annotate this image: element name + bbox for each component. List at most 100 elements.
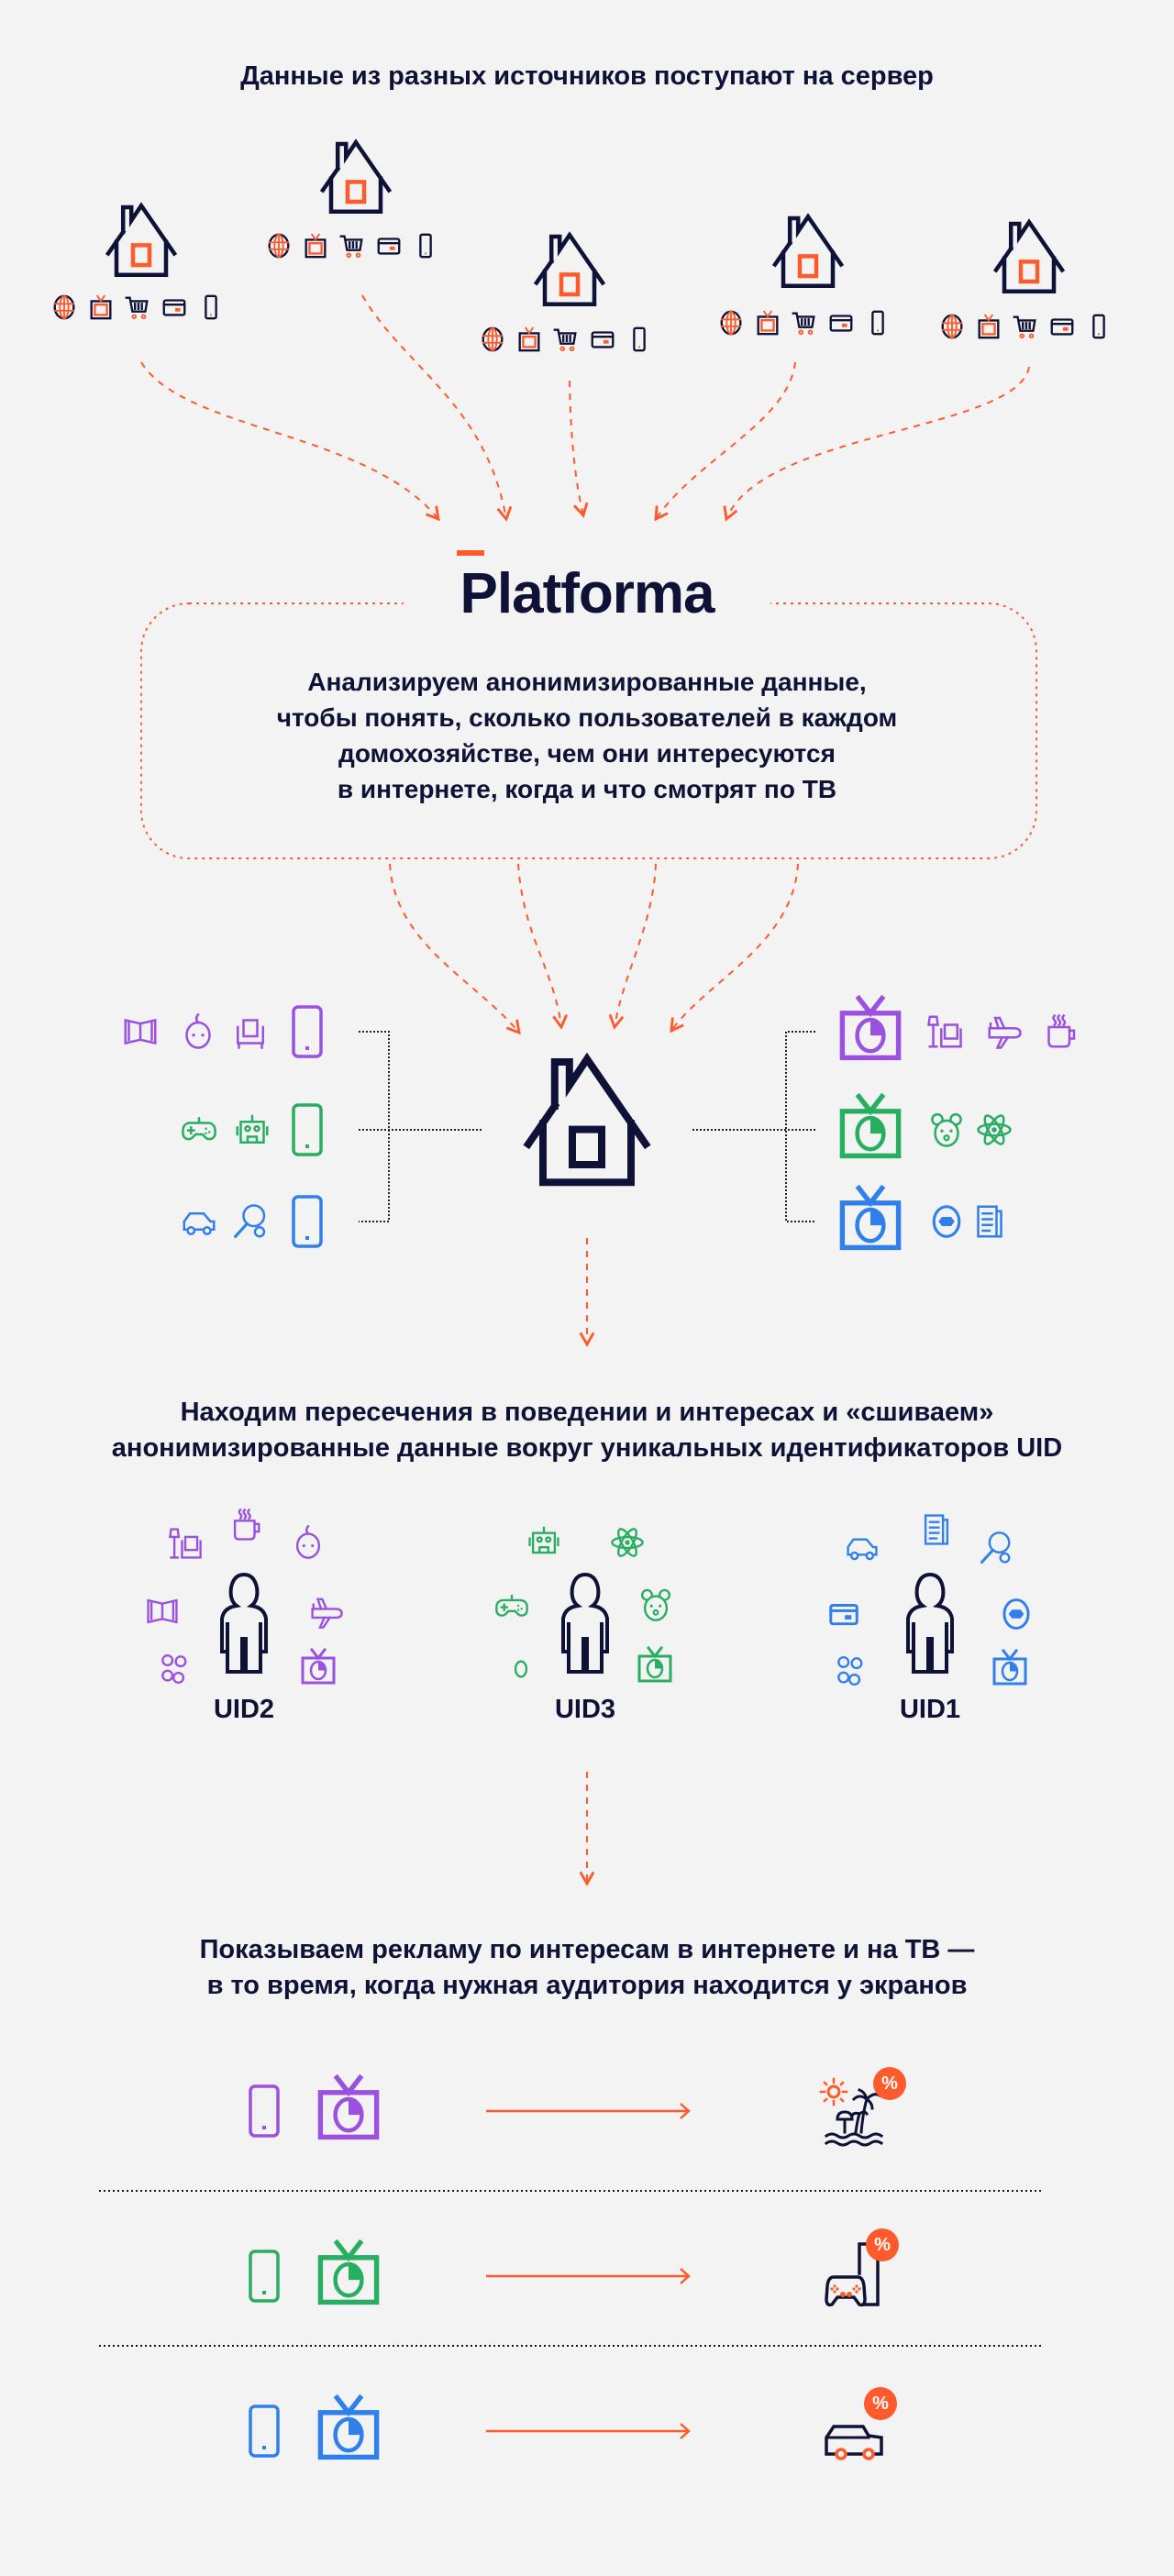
- news-icon: [977, 1205, 1002, 1238]
- car-icon: [847, 1538, 878, 1561]
- card-icon: [1050, 318, 1074, 336]
- bear-icon: [640, 1588, 671, 1621]
- beach-offer-icon: [819, 2077, 884, 2147]
- coins-icon: [837, 1655, 863, 1686]
- phone-icon: [249, 2405, 280, 2458]
- robot-icon: [528, 1526, 559, 1554]
- tv-icon: [316, 2239, 382, 2305]
- card-icon: [377, 238, 401, 255]
- lamp-chair-icon: [169, 1528, 202, 1559]
- cup-icon: [1047, 1014, 1076, 1048]
- logo-accent-bar: [457, 550, 484, 556]
- person-icon: [561, 1573, 609, 1674]
- armchair-icon: [237, 1019, 264, 1049]
- house-icon: [100, 202, 183, 279]
- uid-label: UID3: [554, 1695, 616, 1724]
- tv-icon: [837, 995, 903, 1061]
- pingpong-icon: [234, 1203, 266, 1238]
- stitching-title-line-2: анонимизированные данные вокруг уникальн…: [111, 1433, 1063, 1463]
- flow-arrow-household-1: [389, 863, 521, 1035]
- ad-arrow-3: [486, 2423, 691, 2439]
- car-icon: [183, 1212, 216, 1235]
- left-bracket: [359, 1031, 483, 1222]
- lamp-chair-icon: [927, 1015, 962, 1048]
- plane-icon: [311, 1598, 343, 1629]
- analysis-frame: [140, 603, 1037, 859]
- tv-icon: [316, 2074, 382, 2140]
- robot-icon: [236, 1114, 269, 1144]
- phone-icon: [419, 233, 432, 259]
- card-icon: [591, 331, 615, 348]
- tv-icon: [837, 1093, 903, 1159]
- discount-badge: %: [864, 2387, 897, 2420]
- tv-icon: [837, 1185, 903, 1251]
- atom-icon: [611, 1525, 644, 1560]
- sources-title: Данные из разных источников поступают на…: [240, 61, 934, 91]
- globe-icon: [268, 233, 290, 259]
- phone-icon: [633, 326, 646, 352]
- flow-arrow-household-3: [608, 863, 657, 1030]
- discount-badge: %: [873, 2067, 906, 2100]
- cart-icon: [792, 312, 815, 336]
- coin-icon: [514, 1660, 528, 1678]
- cart-icon: [125, 296, 149, 320]
- card-icon: [829, 315, 853, 332]
- ball-icon: [932, 1205, 961, 1238]
- phone-icon: [205, 294, 217, 320]
- car-sale-offer-icon: [825, 2425, 883, 2460]
- bear-icon: [931, 1112, 962, 1147]
- card-icon: [162, 299, 186, 316]
- baby-icon: [185, 1013, 211, 1049]
- cup-icon: [233, 1509, 260, 1541]
- ads-title-line-2: в то время, когда нужная аудитория наход…: [206, 1971, 968, 2000]
- globe-icon: [482, 326, 504, 352]
- flow-arrow-household-2: [517, 863, 569, 1030]
- analysis-line-1: Анализируем анонимизированные данные,: [307, 668, 867, 696]
- ad-arrow-1: [486, 2103, 691, 2119]
- card-icon: [829, 1604, 858, 1626]
- phone-icon: [292, 1005, 323, 1058]
- phone-icon: [871, 310, 884, 336]
- tv-icon: [757, 310, 779, 336]
- house-icon: [767, 213, 849, 290]
- analysis-line-4: в интернете, когда и что смотрят по ТВ: [337, 775, 837, 803]
- cart-icon: [1013, 315, 1036, 339]
- tv-icon: [305, 233, 327, 259]
- analysis-line-3: домохозяйстве, чем они интересуются: [338, 739, 836, 768]
- analysis-line-2: чтобы понять, сколько пользователей в ка…: [276, 703, 898, 732]
- right-bracket: [692, 1031, 815, 1222]
- ball-icon: [1002, 1598, 1030, 1630]
- discount-badge: %: [866, 2228, 899, 2261]
- cart-icon: [339, 235, 363, 259]
- phone-icon: [292, 1103, 323, 1156]
- flow-arrow-source-1: [140, 361, 440, 522]
- phone-icon: [249, 2084, 280, 2138]
- phone-icon: [249, 2250, 280, 2303]
- coins-icon: [161, 1653, 187, 1685]
- flow-arrow-household-4: [670, 863, 799, 1034]
- tv-icon: [90, 294, 112, 320]
- flow-arrow-source-2: [361, 294, 513, 522]
- globe-icon: [720, 310, 742, 336]
- tv-icon: [518, 326, 540, 352]
- platforma-logo: Platforma: [404, 541, 770, 642]
- ads-title-line-1: Показываем рекламу по интересам в интерн…: [199, 1935, 975, 1964]
- book-icon: [147, 1598, 178, 1624]
- gamepad-icon: [495, 1594, 528, 1617]
- plane-icon: [988, 1016, 1022, 1049]
- logo-text: Platforma: [460, 562, 715, 625]
- uid-label: UID2: [213, 1695, 275, 1724]
- tv-pie-icon: [301, 1648, 336, 1685]
- person-icon: [906, 1573, 954, 1674]
- person-icon: [220, 1573, 268, 1674]
- ad-arrow-2: [486, 2268, 691, 2284]
- baby-icon: [295, 1525, 321, 1559]
- central-house-icon: [514, 1053, 660, 1188]
- phone-icon: [292, 1195, 323, 1248]
- house-icon: [315, 138, 397, 216]
- tv-pie-icon: [992, 1649, 1027, 1686]
- flow-arrow-source-5: [723, 366, 1030, 522]
- book-icon: [124, 1019, 157, 1045]
- gamepad-icon: [182, 1117, 216, 1141]
